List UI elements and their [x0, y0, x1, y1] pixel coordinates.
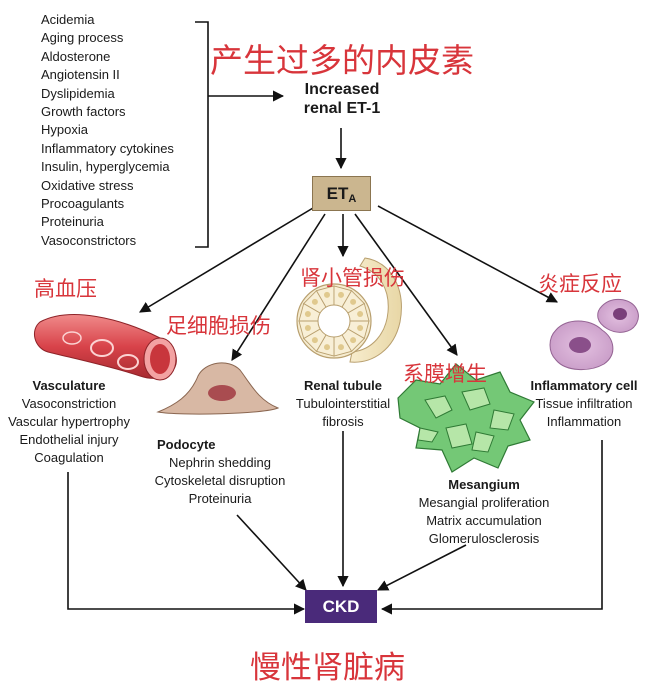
ckd-arrows — [67, 431, 603, 615]
inflammatory-cell-item: Inflammation — [546, 414, 622, 429]
cell-nucleus — [304, 325, 311, 331]
podocyte-illustration — [156, 362, 280, 415]
podocyte-item: Nephrin shedding — [169, 455, 271, 470]
inflammatory-cells-illustration — [549, 299, 639, 370]
cell-nucleus — [311, 298, 318, 305]
vasculature-title: Vasculature — [32, 378, 106, 393]
risk-factor: Oxidative stress — [41, 177, 134, 193]
vasculature-item: Endothelial injury — [19, 432, 119, 447]
risk-factor: Vasoconstrictors — [41, 232, 137, 248]
cell-nucleus — [350, 298, 357, 305]
mesangium-item: Glomerulosclerosis — [428, 531, 540, 546]
inflammation-annotation: 炎症反应 — [538, 272, 622, 296]
risk-factor: Proteinuria — [41, 214, 104, 230]
increased-et1-label: Increased renal ET-1 — [280, 80, 404, 118]
mesangium-item: Mesangial proliferation — [418, 495, 550, 510]
podocyte-title: Podocyte — [157, 437, 216, 452]
cell-nucleus — [304, 311, 311, 317]
increased-et1-line2: renal ET-1 — [303, 100, 381, 117]
excess-endothelin-annotation: 产生过多的内皮素 — [210, 41, 474, 80]
risk-factor: Aldosterone — [41, 48, 111, 64]
blood-vessel-illustration — [33, 314, 177, 381]
cell-nucleus — [350, 337, 357, 344]
cell-nucleus — [338, 344, 344, 351]
vasculature-node: Vasculature Vasoconstriction Vascular hy… — [0, 377, 138, 467]
renal-tubule-node: Renal tubule Tubulointerstitial fibrosis — [280, 377, 406, 431]
risk-factor: Aging process — [41, 30, 124, 46]
risk-factor: Growth factors — [41, 104, 126, 119]
mesangium-node: Mesangium Mesangial proliferation Matrix… — [400, 476, 568, 548]
renal-tubule-item: fibrosis — [322, 414, 364, 429]
mesangium-title: Mesangium — [448, 477, 520, 492]
renal-tubule-illustration — [296, 257, 402, 363]
renal-tubule-title: Renal tubule — [303, 378, 382, 393]
cell-nucleus — [324, 291, 330, 298]
eta-arrows — [139, 205, 558, 361]
mesangium-illustration — [397, 363, 535, 473]
inflammatory-cell-title: Inflammatory cell — [530, 378, 638, 393]
vasculature-item: Vasoconstriction — [21, 396, 117, 411]
risk-factor: Acidemia — [41, 12, 95, 27]
ckd-label: CKD — [322, 596, 360, 616]
ckd-annotation: 慢性肾脏病 — [250, 650, 405, 686]
podocyte-node: Podocyte Nephrin shedding Cytoskeletal d… — [135, 436, 305, 508]
inflammatory-cell-node: Inflammatory cell Tissue infiltration In… — [514, 377, 654, 431]
risk-factor: Insulin, hyperglycemia — [41, 159, 170, 175]
cell-nucleus — [338, 291, 344, 298]
hypertension-annotation: 高血压 — [34, 277, 97, 301]
ckd-box: CKD — [305, 590, 377, 623]
increased-et1-line1: Increased — [304, 81, 380, 98]
risk-factor: Procoagulants — [41, 196, 125, 211]
mesangium-item: Matrix accumulation — [426, 513, 542, 528]
vasculature-item: Vascular hypertrophy — [8, 414, 130, 429]
risk-factor: Hypoxia — [41, 122, 88, 138]
eta-label: ET — [326, 183, 349, 203]
risk-factor: Angiotensin II — [41, 67, 120, 83]
cell-nucleus — [311, 337, 318, 344]
podocyte-item: Proteinuria — [188, 491, 252, 506]
eta-subscript: A — [348, 192, 357, 205]
factor-bracket — [195, 21, 285, 248]
podocyte-injury-annotation: 足细胞损伤 — [166, 314, 271, 338]
podocyte-item: Cytoskeletal disruption — [154, 473, 286, 488]
renal-tubule-item: Tubulointerstitial — [295, 396, 391, 411]
tubule-injury-annotation: 肾小管损伤 — [300, 266, 405, 290]
risk-factor: Dyslipidemia — [41, 85, 115, 101]
risk-factor: Inflammatory cytokines — [41, 140, 174, 156]
mesangial-annotation: 系膜增生 — [403, 362, 487, 386]
cell-nucleus — [357, 325, 364, 331]
vasculature-item: Coagulation — [34, 450, 104, 465]
cell-nucleus — [324, 344, 330, 351]
cell-nucleus — [357, 311, 364, 317]
inflammatory-cell-item: Tissue infiltration — [535, 396, 633, 411]
